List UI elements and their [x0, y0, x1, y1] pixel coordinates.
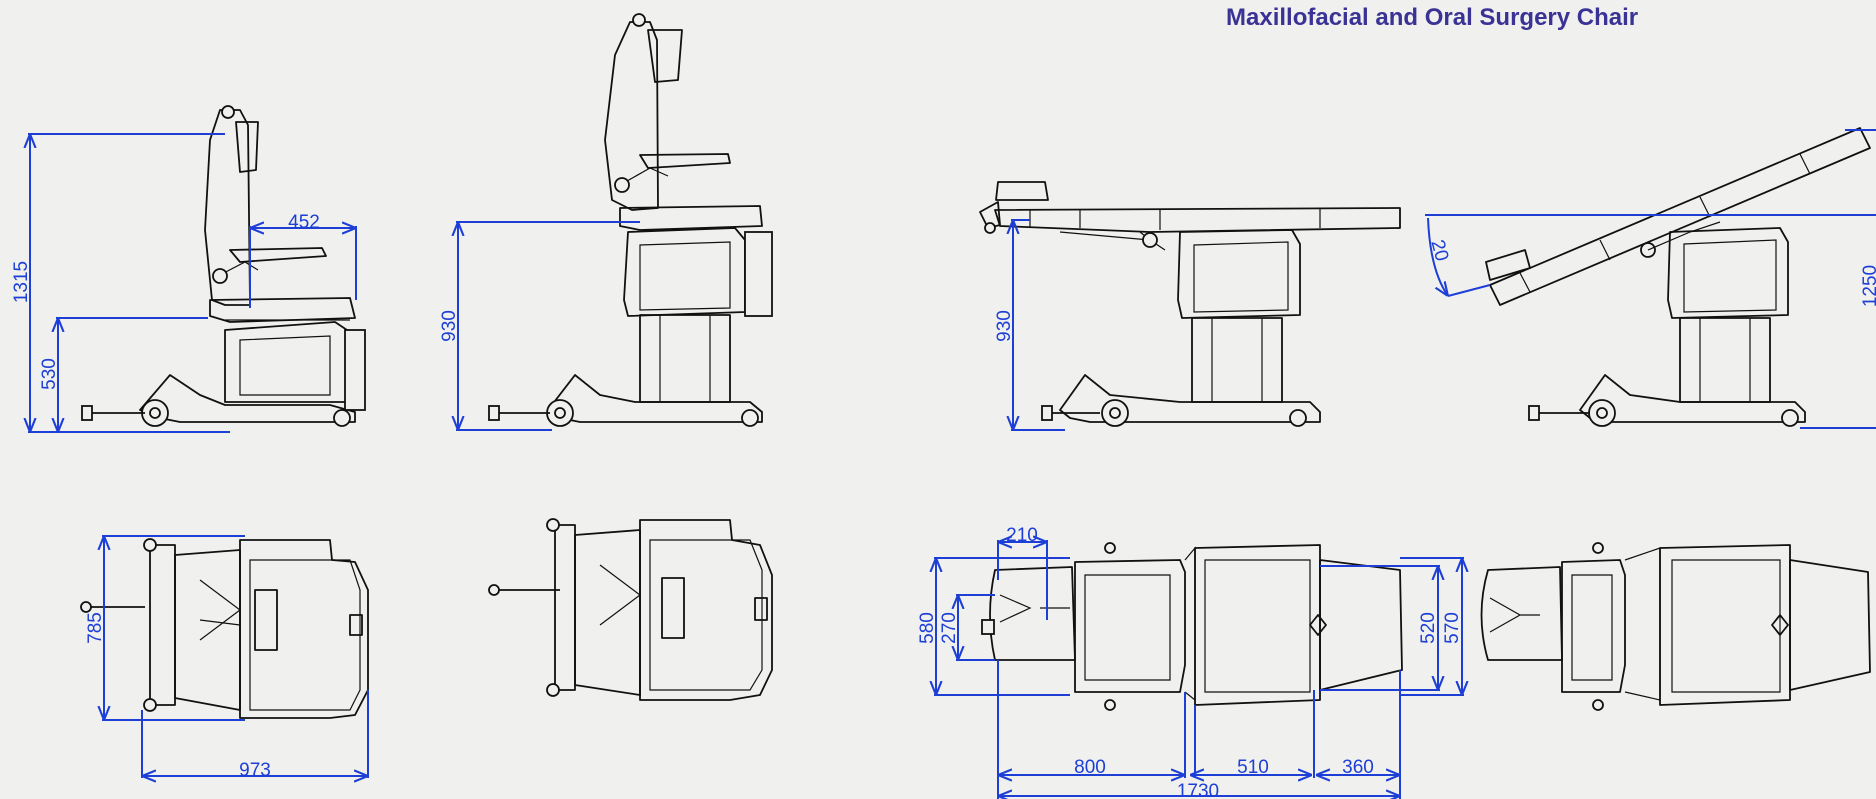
dim-930-flat: 930: [994, 310, 1015, 342]
dim-520: 520: [1418, 612, 1439, 644]
dim-930-raised: 930: [439, 310, 460, 342]
top-view-upright: 785 973: [80, 535, 369, 781]
dim-973: 973: [239, 760, 271, 781]
dim-1315: 1315: [11, 261, 32, 303]
dim-570: 570: [1442, 612, 1463, 644]
dim-452: 452: [288, 212, 320, 233]
dim-510: 510: [1237, 757, 1269, 778]
dim-270: 270: [939, 612, 960, 644]
dim-360: 360: [1342, 757, 1374, 778]
dim-580: 580: [917, 612, 938, 644]
dim-20-angle: 20: [1426, 238, 1452, 264]
side-view-flat: 930: [979, 181, 1401, 431]
dim-210: 210: [1006, 525, 1038, 546]
dim-1250-height: 1250: [1860, 265, 1876, 307]
side-view-upright: 1315 530 452: [11, 105, 366, 433]
side-view-tilted: 20 1250: [1425, 127, 1876, 429]
top-view-flat: 210 580 270 520 570: [917, 525, 1464, 799]
top-view-raised: [488, 518, 773, 701]
dim-800: 800: [1074, 757, 1106, 778]
page-title: Maxillofacial and Oral Surgery Chair: [1226, 4, 1639, 31]
dim-785: 785: [85, 612, 106, 644]
dim-1730: 1730: [1177, 781, 1219, 799]
side-view-raised: 930: [439, 13, 773, 431]
top-view-tilted: [1480, 542, 1871, 711]
dim-530: 530: [39, 358, 60, 390]
